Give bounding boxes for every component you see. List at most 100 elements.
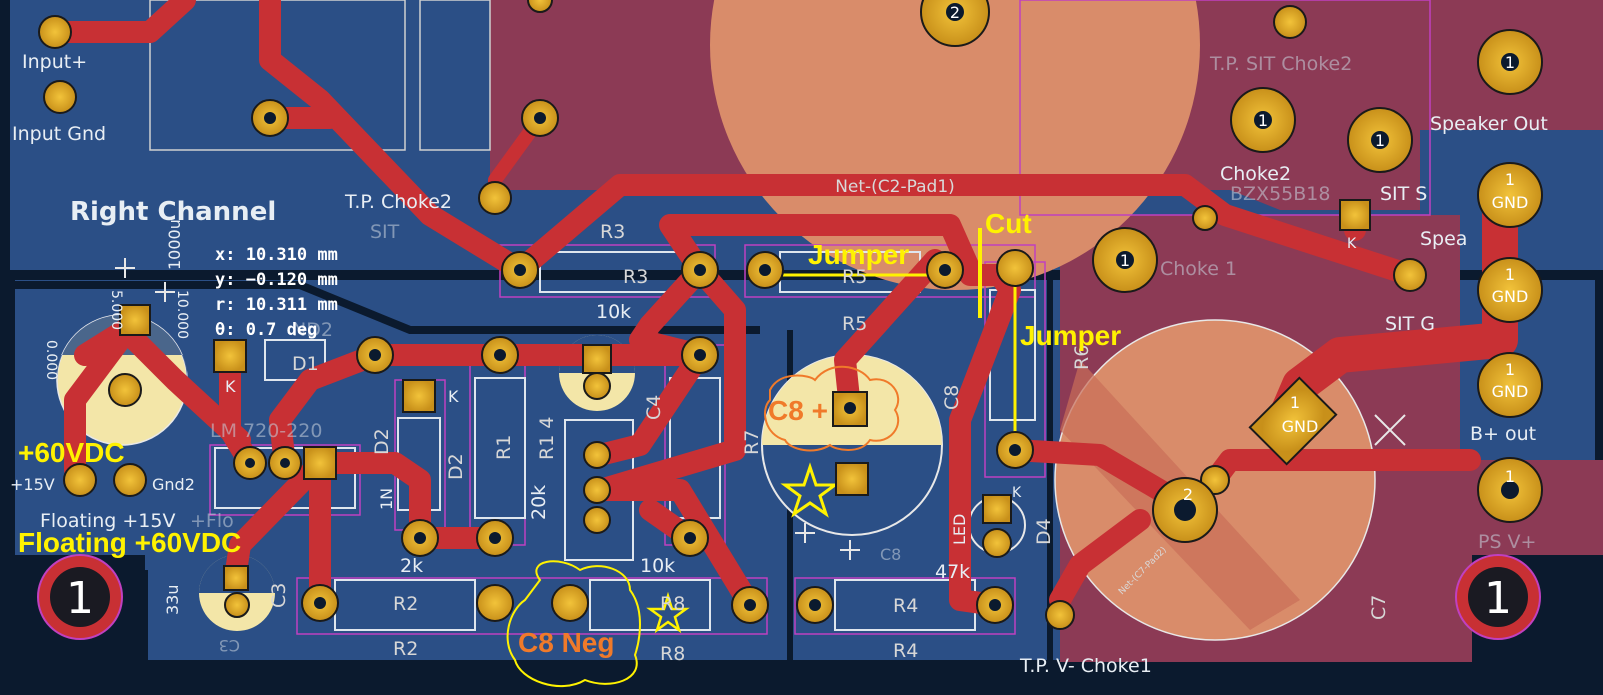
- mounting-hole-left[interactable]: 1: [37, 554, 123, 640]
- label-bzx55b18: BZX55B18: [1230, 183, 1330, 205]
- c8-plus-scribble: [764, 365, 900, 452]
- component-outline-2: [419, 0, 491, 151]
- channel-title: Right Channel: [70, 197, 276, 227]
- label-b-out: B+ out: [1470, 423, 1536, 445]
- mounting-hole-right[interactable]: 1: [1455, 554, 1541, 640]
- annotation-c8-neg: C8 Neg: [518, 627, 614, 658]
- gnd-pad-label: GND: [1492, 382, 1529, 401]
- label-c8-mirror: C8: [880, 545, 901, 564]
- label-led: LED: [950, 514, 969, 545]
- mounting-hole-left-label: 1: [66, 573, 94, 624]
- pad-number: 2: [1183, 485, 1193, 504]
- ref-nd2: ND2: [292, 319, 333, 341]
- gnd-pad-label: GND: [1492, 193, 1529, 212]
- ref-r5: R5: [842, 313, 867, 335]
- ref-r7: R7: [741, 430, 763, 455]
- label-k-d2: K: [448, 387, 459, 406]
- label-20k: 20k: [528, 485, 550, 520]
- label-sit-s: SIT S: [1380, 183, 1427, 205]
- gnd-pad-label: GND: [1282, 417, 1319, 436]
- ref-r1: R1: [493, 435, 515, 460]
- label-33u: 33u: [163, 585, 182, 616]
- label-k-zener: K: [1347, 236, 1357, 252]
- c8-neg-scribble: [506, 560, 641, 688]
- label-tp-choke2: T.P. Choke2: [344, 191, 452, 213]
- pad-number: 1: [1375, 131, 1385, 150]
- pad-number: 1: [1505, 467, 1515, 486]
- label-47k: 47k: [935, 561, 970, 583]
- pad-number: 1: [1505, 360, 1515, 379]
- ref-d4: D4: [1033, 518, 1055, 545]
- label-choke1: Choke 1: [1160, 258, 1237, 280]
- annotation-c8-plus: C8 +: [768, 395, 828, 426]
- ref-d2-mirror: D2: [371, 428, 393, 455]
- cursor-x: x: 10.310 mm: [215, 245, 338, 265]
- pad-number: 2: [950, 3, 960, 22]
- label-choke2: Choke2: [1220, 163, 1291, 185]
- label-10k-r8: 10k: [640, 555, 675, 577]
- ref-r8-inner: R8: [660, 593, 685, 615]
- cursor-y: y: −0.120 mm: [215, 270, 338, 290]
- label-five: 5.000: [108, 290, 124, 330]
- board-edge-left: [0, 0, 10, 695]
- component-outline-1: [149, 0, 406, 151]
- label-gnd2: Gnd2: [152, 475, 195, 494]
- pad-number: 1: [1258, 111, 1268, 130]
- ref-r2: R2: [393, 638, 418, 660]
- annotation-cut: Cut: [985, 208, 1032, 239]
- ref-c4: C4: [643, 395, 665, 420]
- isolation-gap-1: [15, 281, 760, 334]
- pad-input-plus: [38, 15, 72, 49]
- crosshair-icon: [115, 258, 1406, 560]
- label-1n: 1N: [377, 488, 396, 510]
- ref-r2-inner: R2: [393, 593, 418, 615]
- mounting-hole-right-label: 1: [1484, 573, 1512, 624]
- ref-r4-inner: R4: [893, 595, 918, 617]
- label-c3-mirror: C3: [219, 636, 240, 655]
- label-k-d1: K: [225, 377, 236, 396]
- pad-input-gnd: [43, 80, 77, 114]
- pad-number: 1: [1505, 53, 1515, 72]
- label-2k: 2k: [400, 555, 423, 577]
- ref-r8: R8: [660, 643, 685, 665]
- label-tp-sit-choke2: T.P. SIT Choke2: [1209, 53, 1352, 75]
- board-edge-bottom: [0, 662, 1603, 695]
- ref-c8: C8: [941, 385, 963, 410]
- label-zero: 0.000: [43, 340, 59, 380]
- ref-r3-top: R3: [600, 221, 625, 243]
- cursor-theta: θ: 0.7 deg: [215, 320, 317, 340]
- pad-number: 1: [1505, 265, 1515, 284]
- ref-c7: C7: [1368, 595, 1390, 620]
- annotation-plus60vdc: +60VDC: [18, 437, 125, 468]
- label-tp-v-choke1: T.P. V- Choke1: [1019, 655, 1152, 677]
- label-1000u: 1000u: [165, 219, 184, 270]
- label-sit: SIT: [370, 221, 400, 243]
- annotation-jumper-right: Jumper: [1020, 320, 1121, 351]
- ref-r6: R6: [1071, 345, 1093, 370]
- annotation-jumper-top: Jumper: [808, 239, 909, 270]
- label-spea: Spea: [1420, 228, 1467, 250]
- label-speaker-out: Speaker Out: [1430, 113, 1548, 135]
- ref-c3: C3: [268, 583, 290, 608]
- ref-d1: D1: [292, 353, 319, 375]
- label-input-gnd: Input Gnd: [12, 123, 106, 145]
- cursor-r: r: 10.311 mm: [215, 295, 338, 315]
- label-floating-15v: Floating +15V: [40, 510, 175, 532]
- ref-d2: D2: [445, 453, 467, 480]
- pads: [38, 0, 1543, 630]
- label-input-plus: Input+: [22, 51, 87, 73]
- pad-number: 1: [1505, 170, 1515, 189]
- gnd-pad-label: GND: [1492, 287, 1529, 306]
- label-10k-r3: 10k: [596, 301, 631, 323]
- cursor-readout: x: 10.310 mm y: −0.120 mm r: 10.311 mm θ…: [215, 245, 338, 340]
- ref-r3: R3: [623, 266, 648, 288]
- label-sit-g: SIT G: [1385, 313, 1435, 335]
- pad-number: 1: [1120, 251, 1130, 270]
- ref-r5-inner: R5: [842, 266, 867, 288]
- label-k-d4: K: [1012, 485, 1022, 501]
- c8-neg-star-icon: [646, 591, 690, 634]
- net-label-c2: Net-(C2-Pad1): [835, 177, 955, 197]
- label-ten: 10.000: [174, 290, 190, 339]
- annotation-floating60vdc: Floating +60VDC: [18, 527, 241, 558]
